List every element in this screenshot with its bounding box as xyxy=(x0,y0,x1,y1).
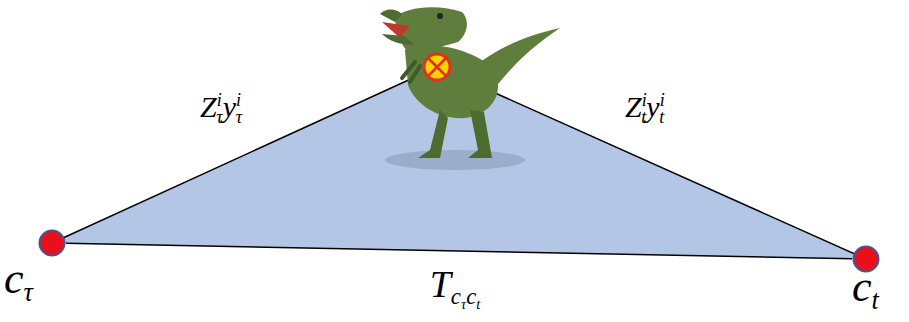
center-dot-shape xyxy=(40,231,65,256)
dinosaur-figure xyxy=(380,7,560,170)
point-marker xyxy=(424,54,450,80)
ray-label: Zityit xyxy=(625,92,664,122)
text-part: i xyxy=(217,90,222,110)
text-part: Z xyxy=(200,90,217,123)
text-part: τ xyxy=(216,107,222,127)
text-part: t xyxy=(872,285,879,315)
camera-center: ct xyxy=(852,245,880,273)
center-label: cτ xyxy=(4,257,33,301)
text-part: Z xyxy=(625,90,642,123)
text-part: t xyxy=(476,296,480,312)
center-label: ct xyxy=(852,265,879,309)
text-part: T xyxy=(430,263,451,305)
text-part: c xyxy=(4,254,24,303)
text-part: τ xyxy=(24,277,33,307)
text-part: i xyxy=(236,90,241,110)
edge-label: Tcτct xyxy=(430,265,481,303)
camera-center: cτ xyxy=(38,229,66,257)
text-part: τ xyxy=(461,296,466,312)
text-part: c xyxy=(852,262,872,311)
text-part: c xyxy=(466,284,476,309)
text-part: y xyxy=(223,90,236,123)
text-part: t xyxy=(659,107,664,127)
center-dot xyxy=(38,229,66,257)
ray-line xyxy=(52,67,437,243)
baseline-connector xyxy=(66,243,852,258)
text-part: t xyxy=(641,107,646,127)
ray-label: Ziτyiτ xyxy=(200,92,242,122)
text-part: c xyxy=(451,284,461,309)
text-part: y xyxy=(646,90,659,123)
text-part: τ xyxy=(236,107,242,127)
text-part: i xyxy=(660,90,665,110)
text-part: i xyxy=(642,90,647,110)
